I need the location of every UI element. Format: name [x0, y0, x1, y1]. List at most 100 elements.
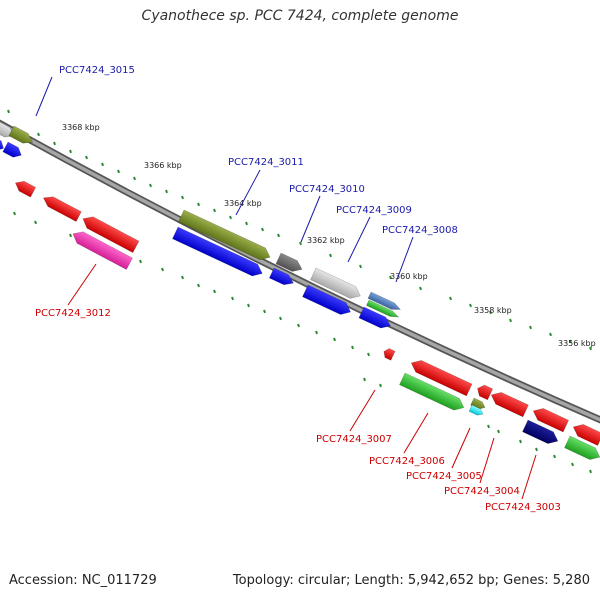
gene-arrow-3011 — [178, 209, 271, 261]
forward-gene-label: PCC7424_3010 — [289, 184, 365, 195]
reverse-gene-label: PCC7424_3003 — [485, 502, 561, 513]
tick-mark-outer — [549, 332, 552, 337]
tick-mark-inner — [139, 259, 142, 264]
forward-gene-label: PCC7424_3015 — [59, 65, 135, 76]
tick-mark-inner — [367, 352, 370, 357]
gene-arrow-3009-group — [310, 267, 361, 299]
tick-mark-outer — [37, 132, 40, 137]
gene-arrow-3010-group — [275, 252, 303, 272]
gene-arrow-3006 — [399, 372, 465, 411]
reverse-gene-label: PCC7424_3006 — [369, 456, 445, 467]
gene-arrow-blue-group — [172, 226, 263, 277]
gene-arrow-3015 — [8, 125, 34, 144]
tick-mark-outer — [389, 275, 392, 280]
tick-mark-inner — [263, 309, 266, 314]
tick-mark-lower — [571, 462, 574, 467]
tick-mark-outer — [419, 286, 422, 291]
tick-mark-outer — [449, 296, 452, 301]
gene-arrow-3007 — [410, 360, 473, 397]
tick-mark-lower — [487, 424, 490, 429]
tick-mark-outer — [359, 264, 362, 269]
gene-arrow-red-group — [82, 216, 140, 254]
tick-mark-outer — [117, 169, 120, 174]
tick-mark-outer — [85, 155, 88, 160]
gene-arrow-green-group — [564, 435, 600, 460]
gene-arrow-red-group — [477, 384, 494, 401]
tick-mark-outer — [165, 189, 168, 194]
gene-arrow-blue-group — [2, 141, 22, 158]
tick-mark-outer — [101, 162, 104, 167]
tick-mark-inner — [34, 220, 37, 225]
tick-mark-outer — [149, 183, 152, 188]
forward-gene-label: PCC7424_3009 — [336, 205, 412, 216]
reverse-label-leader — [451, 427, 471, 469]
forward-label-leader — [35, 76, 53, 117]
forward-label-leader — [395, 236, 414, 283]
tick-mark-inner — [69, 233, 72, 238]
gene-arrow-3004-group — [490, 392, 529, 418]
tick-mark-outer — [299, 241, 302, 246]
gene-arrow-blue-group — [302, 284, 351, 315]
gene-arrow-blue — [2, 141, 22, 158]
reverse-label-leader — [67, 263, 97, 306]
tick-mark-inner — [333, 337, 336, 342]
gene-arrow-blue-group — [358, 306, 391, 329]
gene-arrow-green — [366, 299, 400, 318]
tick-mark-inner — [351, 345, 354, 350]
gene-arrow-gray-group — [0, 117, 15, 138]
tick-mark-outer — [69, 149, 72, 154]
tick-mark-inner — [161, 267, 164, 272]
kbp-label: 3358 kbp — [474, 306, 512, 315]
reverse-label-leader — [349, 389, 376, 432]
gene-arrow-blue-group — [268, 267, 294, 286]
kbp-label: 3356 kbp — [558, 339, 596, 348]
gene-arrow-blue — [172, 226, 263, 277]
forward-gene-label: PCC7424_3008 — [382, 225, 458, 236]
tick-mark-outer — [133, 176, 136, 181]
tick-mark-lower — [553, 454, 556, 459]
gene-arrow-red-group — [532, 408, 570, 433]
gene-arrow-3009 — [310, 267, 361, 299]
topology-text: Topology: circular; Length: 5,942,652 bp… — [232, 573, 590, 588]
tick-mark-lower — [363, 377, 366, 382]
gene-arrow-red — [532, 408, 570, 433]
kbp-label: 3360 kbp — [390, 272, 428, 281]
tick-mark-inner — [13, 211, 16, 216]
gene-arrow-red — [477, 384, 494, 401]
genome-backbone — [0, 121, 600, 422]
tick-mark-outer — [469, 303, 472, 308]
tick-mark-inner — [197, 283, 200, 288]
tick-mark-outer — [197, 202, 200, 207]
tick-mark-inner — [315, 330, 318, 335]
kbp-label: 3366 kbp — [144, 161, 182, 170]
gene-arrow-3004 — [490, 392, 529, 418]
reverse-label-leader — [479, 437, 495, 484]
gene-arrow-red — [14, 180, 37, 198]
tick-mark-inner — [231, 296, 234, 301]
reverse-label-leader — [521, 454, 537, 500]
gene-arrow-3011-group — [178, 209, 271, 261]
gene-arrow-green-group — [366, 299, 400, 318]
tick-mark-outer — [329, 253, 332, 258]
gene-arrow-3003-group — [522, 419, 559, 444]
gene-arrow-3003 — [522, 419, 559, 444]
forward-label-leader — [347, 216, 371, 263]
tick-mark-inner — [297, 323, 300, 328]
tick-mark-outer — [261, 227, 264, 232]
forward-label-leader — [300, 195, 321, 243]
page-title: Cyanothece sp. PCC 7424, complete genome — [141, 8, 459, 24]
tick-mark-lower — [379, 383, 382, 388]
kbp-label: 3368 kbp — [62, 123, 100, 132]
gene-arrow-3008-group — [367, 291, 402, 310]
tick-mark-outer — [529, 325, 532, 330]
tick-mark-outer — [229, 215, 232, 220]
tick-mark-outer — [589, 346, 592, 351]
tick-mark-outer — [181, 195, 184, 200]
tick-mark-inner — [247, 303, 250, 308]
gene-arrow-red-group — [42, 196, 82, 222]
accession-text: Accession: NC_011729 — [9, 573, 157, 588]
tick-mark-outer — [213, 208, 216, 213]
gene-arrow-3015-group — [8, 125, 34, 144]
